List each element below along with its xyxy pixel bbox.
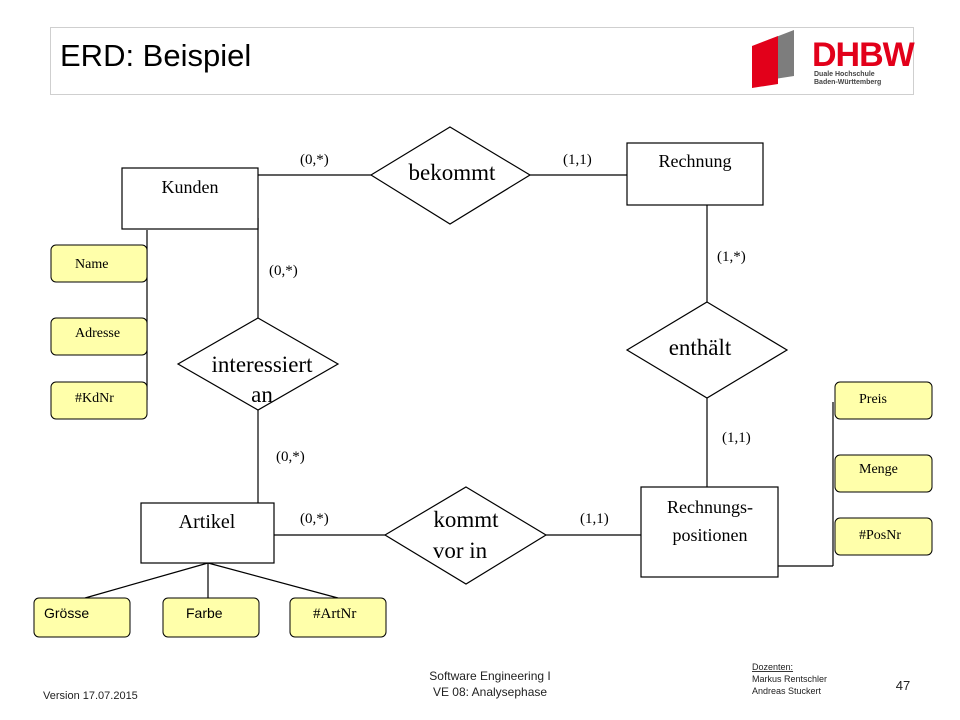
attribute-groesse: Grösse [33,597,131,638]
entity-kunden-box [121,167,259,230]
relationship-interessiert-an: interessiert an [176,317,340,411]
attribute-preis-label: Preis [859,392,887,407]
entity-rechnungspositionen: Rechnungs- positionen [640,486,779,578]
attribute-adresse: Adresse [50,317,148,356]
attribute-name-label: Name [75,257,108,272]
attribute-menge-label: Menge [859,462,898,477]
relationship-kommt-vor-in: kommt vor in [383,486,548,585]
attribute-posnr: #PosNr [834,517,933,556]
entity-rechnung-box [626,142,764,206]
title-frame [50,27,914,95]
cardinalities: (0,*) (1,1) (0,*) (1,*) (1,1) (0,*) (0,*… [269,152,751,527]
footer-course: Software Engineering I [429,669,550,683]
attribute-menge-box [834,454,933,493]
footer-version: Version 17.07.2015 [43,690,138,702]
attribute-groesse-box [33,597,131,638]
attribute-kdnr-box [50,381,148,420]
cardinality-kunden-bekommt: (0,*) [300,152,329,168]
footer-lecturer-2: Andreas Stuckert [752,686,822,696]
footer-page-number: 47 [896,678,910,693]
attribute-kdnr-label: #KdNr [75,391,114,406]
relationship-enthaelt-diamond [625,301,789,399]
attribute-groesse-label: Grösse [44,605,89,621]
relationship-kommt-diamond [383,486,548,585]
attribute-artnr-label: #ArtNr [313,606,356,622]
relationship-kommt-label-2: vor in [433,538,488,563]
entity-artikel-box [140,502,275,564]
attribute-name: Name [50,244,148,283]
relationship-enthaelt-label: enthält [669,335,732,360]
relationship-kommt-label-1: kommt [433,507,499,532]
attribute-posnr-label: #PosNr [859,528,901,543]
relationship-interessiert-label-1: interessiert [212,352,314,377]
entity-kunden: Kunden [121,167,259,230]
footer-lecture: VE 08: Analysephase [433,685,547,699]
logo-subline-2: Baden-Württemberg [814,79,881,86]
logo-red-shape [752,36,778,88]
attribute-artnr: #ArtNr [289,597,387,638]
attribute-preis: Preis [834,381,933,420]
connector-lines [84,174,834,599]
entity-rechnungspositionen-label-2: positionen [673,525,748,545]
line-artikel-groesse [84,562,209,599]
attribute-artnr-box [289,597,387,638]
entity-artikel-label: Artikel [179,511,236,533]
attribute-adresse-label: Adresse [75,326,120,341]
entity-artikel: Artikel [140,502,275,564]
logo-subline-1: Duale Hochschule [814,71,875,78]
attribute-farbe-label: Farbe [186,605,223,621]
attribute-farbe-box [162,597,260,638]
cardinality-enthaelt-positionen: (1,1) [722,430,751,446]
footer-lecturer-1: Markus Rentschler [752,674,827,684]
entity-kunden-label: Kunden [162,177,219,197]
footer: Version 17.07.2015 Software Engineering … [43,662,910,702]
cardinality-kunden-interessiert: (0,*) [269,263,298,279]
entity-rechnungspositionen-label-1: Rechnungs- [667,497,753,517]
relationship-bekommt: bekommt [369,126,532,225]
cardinality-kommt-positionen: (1,1) [580,511,609,527]
relationship-interessiert-label-2: an [251,382,273,407]
relationship-enthaelt: enthält [625,301,789,399]
attribute-menge: Menge [834,454,933,493]
attribute-adresse-box [50,317,148,356]
dhbw-logo: DHBW Duale Hochschule Baden-Württemberg [752,30,917,88]
cardinality-rechnung-enthaelt: (1,*) [717,249,746,265]
attribute-posnr-box [834,517,933,556]
relationship-bekommt-label: bekommt [409,160,496,185]
relationship-bekommt-diamond [369,126,532,225]
attribute-preis-box [834,381,933,420]
attribute-farbe: Farbe [162,597,260,638]
relationship-interessiert-diamond [176,317,340,411]
line-artikel-artnr [207,562,339,599]
cardinality-bekommt-rechnung: (1,1) [563,152,592,168]
entity-rechnungspositionen-box [640,486,779,578]
attribute-name-box [50,244,148,283]
logo-wordmark: DHBW [812,36,916,74]
entity-rechnung-label: Rechnung [659,151,732,171]
cardinality-interessiert-artikel: (0,*) [276,449,305,465]
footer-lecturers-label: Dozenten: [752,662,793,672]
page-title: ERD: Beispiel [60,38,252,73]
attributes: Name Adresse #KdNr Grösse Farbe #ArtNr P… [33,244,933,638]
cardinality-artikel-kommt: (0,*) [300,511,329,527]
entity-rechnung: Rechnung [626,142,764,206]
attribute-kdnr: #KdNr [50,381,148,420]
